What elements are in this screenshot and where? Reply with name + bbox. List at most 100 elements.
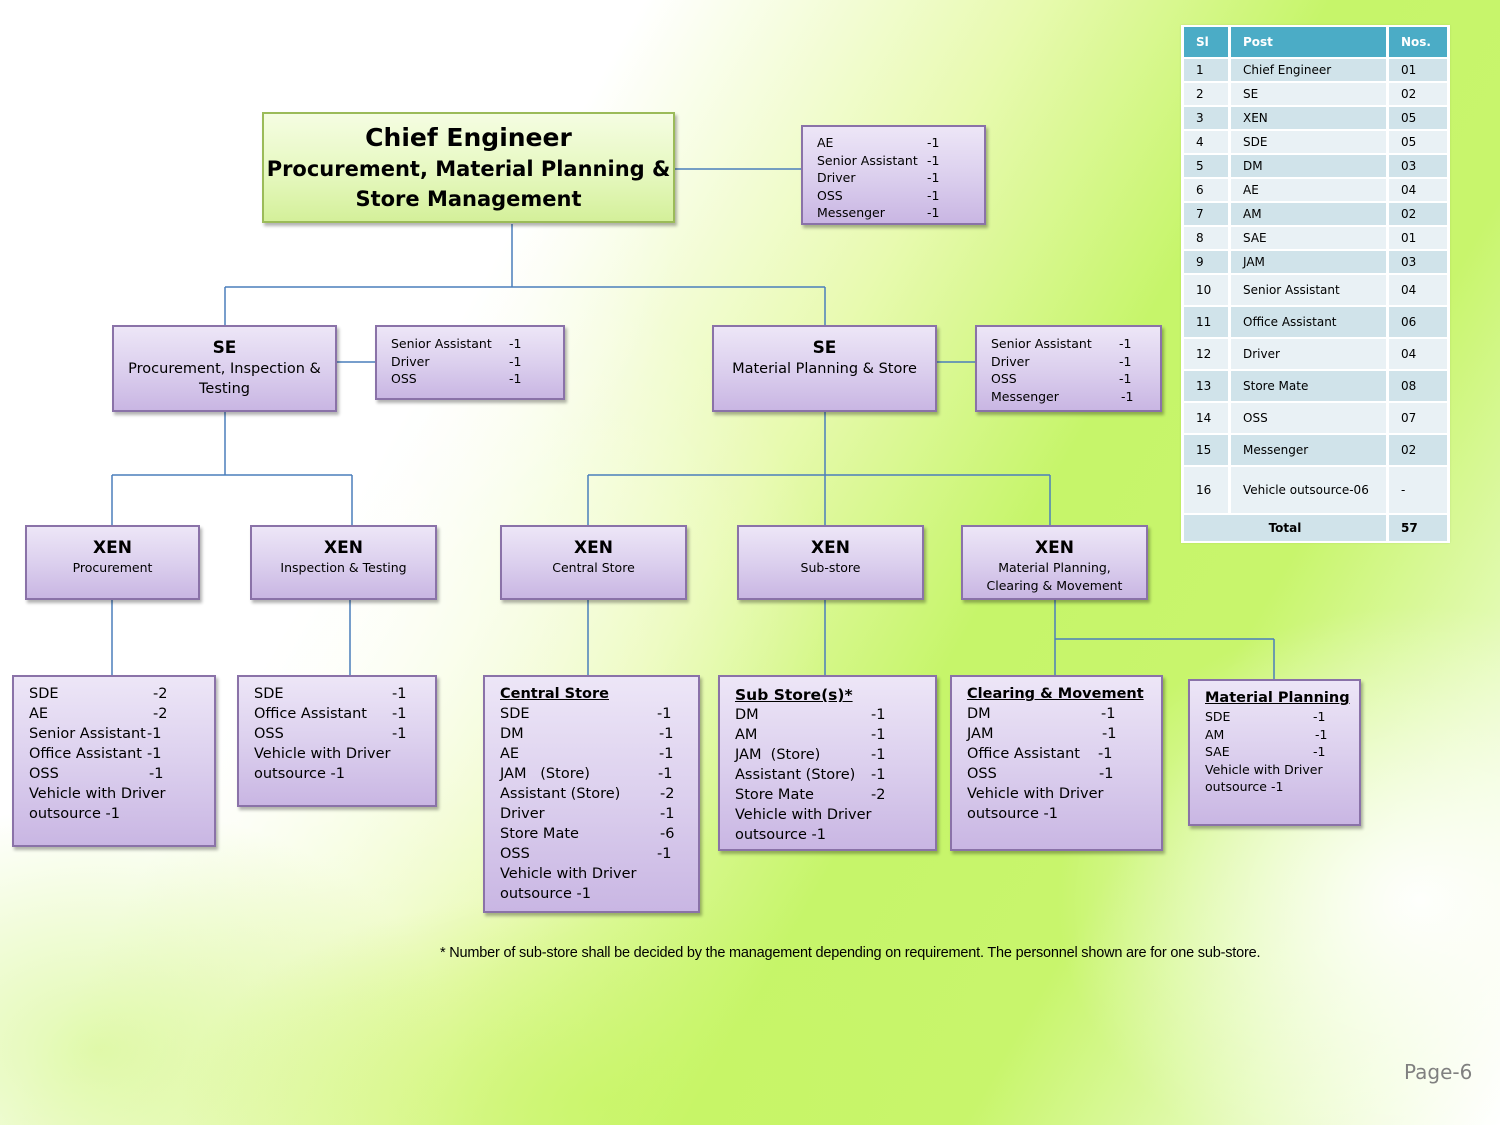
table-cell-nos: 06 xyxy=(1389,307,1447,337)
xen-subtitle: Sub-store xyxy=(800,560,861,575)
table-cell-nos: - xyxy=(1389,467,1447,513)
chief-engineer-box: Chief Engineer Procurement, Material Pla… xyxy=(262,112,675,223)
se-material-staff-box: Senior Assistant-1 Driver-1 OSS-1 Messen… xyxy=(975,325,1162,412)
xen-inspection-box: XEN Inspection & Testing xyxy=(250,525,437,600)
staff-row: OSS-1 xyxy=(817,187,940,203)
xen-title: XEN xyxy=(1035,538,1074,558)
table-cell-sl: 10 xyxy=(1184,275,1228,305)
table-cell-post: Store Mate xyxy=(1231,371,1386,401)
staff-row: AM-1 xyxy=(1205,726,1328,742)
staff-row: AE-1 xyxy=(817,135,940,150)
staff-row: OSS-1 xyxy=(500,846,672,862)
table-cell-post: Driver xyxy=(1231,339,1386,369)
central-store-unit-box: Central Store SDE-1 DM-1 AE-1 JAM (Store… xyxy=(483,675,700,913)
table-cell-post: DM xyxy=(1231,155,1386,177)
staff-row: OSS-1 xyxy=(991,371,1132,386)
table-cell-sl: 8 xyxy=(1184,227,1228,249)
staff-row: OSS-1 xyxy=(29,766,164,782)
staff-row: OSS-1 xyxy=(967,766,1114,782)
clearing-unit-box: Clearing & Movement DM-1 JAM-1 Office As… xyxy=(950,675,1163,851)
staff-row: JAM-1 xyxy=(967,726,1117,742)
table-cell-post: OSS xyxy=(1231,403,1386,433)
material-planning-unit-box: Material Planning SDE-1 AM-1 SAE-1 Vehic… xyxy=(1188,679,1361,826)
staff-row: Messenger-1 xyxy=(817,205,940,220)
staff-row: Messenger-1 xyxy=(991,388,1134,404)
xen-procurement-box: XEN Procurement xyxy=(25,525,200,600)
staff-row: Store Mate-6 xyxy=(500,826,675,842)
se-title: SE xyxy=(812,338,837,358)
table-cell-sl: 3 xyxy=(1184,107,1228,129)
vehicle-line: Vehicle with Driver xyxy=(29,786,166,802)
inspection-unit-box: SDE-1 Office Assistant-1 OSS-1 Vehicle w… xyxy=(237,675,437,807)
xen-sub-store-box: XEN Sub-store xyxy=(737,525,924,600)
staff-row: Senior Assistant-1 xyxy=(391,336,522,351)
table-header-row: Sl Post Nos. xyxy=(1184,27,1447,57)
se-subtitle: Procurement, Inspection & xyxy=(128,361,321,377)
staff-row: OSS-1 xyxy=(391,371,522,386)
staff-row: Office Assistant-1 xyxy=(29,746,162,762)
staff-row: Driver-1 xyxy=(500,806,675,822)
column-header-sl: Sl xyxy=(1184,27,1228,57)
table-cell-post: SDE xyxy=(1231,131,1386,153)
se-procurement-staff-box: Senior Assistant-1 Driver-1 OSS-1 xyxy=(375,325,565,400)
table-cell-nos: 05 xyxy=(1389,131,1447,153)
table-cell-post: SE xyxy=(1231,83,1386,105)
chief-engineer-subtitle: Store Management xyxy=(355,187,582,211)
staff-row: SDE-1 xyxy=(500,706,672,722)
table-cell-sl: 2 xyxy=(1184,83,1228,105)
staff-row: Senior Assistant-1 xyxy=(991,336,1132,351)
vehicle-line: outsource -1 xyxy=(29,806,120,822)
table-cell-post: Messenger xyxy=(1231,435,1386,465)
table-cell-nos: 02 xyxy=(1389,203,1447,225)
chief-engineer-title: Chief Engineer xyxy=(365,123,572,152)
table-cell-sl: 5 xyxy=(1184,155,1228,177)
table-cell-post: Senior Assistant xyxy=(1231,275,1386,305)
table-cell-post: Office Assistant xyxy=(1231,307,1386,337)
vehicle-line: Vehicle with Driver xyxy=(735,807,872,823)
xen-material-planning-box: XEN Material Planning, Clearing & Moveme… xyxy=(961,525,1148,600)
staff-row: SDE-2 xyxy=(29,686,168,702)
table-cell-sl: 13 xyxy=(1184,371,1228,401)
table-cell-sl: 11 xyxy=(1184,307,1228,337)
staff-row: JAM (Store)-1 xyxy=(735,747,886,763)
table-cell-nos: 03 xyxy=(1389,251,1447,273)
table-cell-post: XEN xyxy=(1231,107,1386,129)
table-cell-sl: 4 xyxy=(1184,131,1228,153)
total-value: 57 xyxy=(1389,515,1447,541)
staff-row: SDE-1 xyxy=(1205,709,1326,724)
se-material-box: SE Material Planning & Store xyxy=(712,325,937,412)
se-procurement-box: SE Procurement, Inspection & Testing xyxy=(112,325,337,412)
table-cell-nos: 08 xyxy=(1389,371,1447,401)
staff-row: SDE-1 xyxy=(254,686,407,702)
vehicle-line: Vehicle with Driver xyxy=(500,866,637,882)
se-subtitle: Material Planning & Store xyxy=(732,361,917,377)
se-subtitle: Testing xyxy=(199,381,250,397)
unit-heading: Material Planning xyxy=(1205,690,1350,706)
staff-row: Driver-1 xyxy=(991,353,1132,369)
table-cell-nos: 02 xyxy=(1389,435,1447,465)
column-header-nos: Nos. xyxy=(1389,27,1447,57)
staff-row: Assistant (Store)-1 xyxy=(735,767,886,783)
table-cell-post: Vehicle outsource-06 xyxy=(1231,467,1386,513)
table-cell-nos: 03 xyxy=(1389,155,1447,177)
vehicle-line: outsource -1 xyxy=(500,886,591,902)
table-cell-sl: 14 xyxy=(1184,403,1228,433)
staff-row: JAM (Store)-1 xyxy=(500,766,673,782)
staff-row: Office Assistant-1 xyxy=(254,706,407,722)
table-cell-nos: 02 xyxy=(1389,83,1447,105)
table-cell-nos: 04 xyxy=(1389,339,1447,369)
table-cell-nos: 05 xyxy=(1389,107,1447,129)
unit-heading: Sub Store(s)* xyxy=(735,686,853,704)
staff-row: AE-2 xyxy=(29,706,168,722)
table-cell-nos: 07 xyxy=(1389,403,1447,433)
